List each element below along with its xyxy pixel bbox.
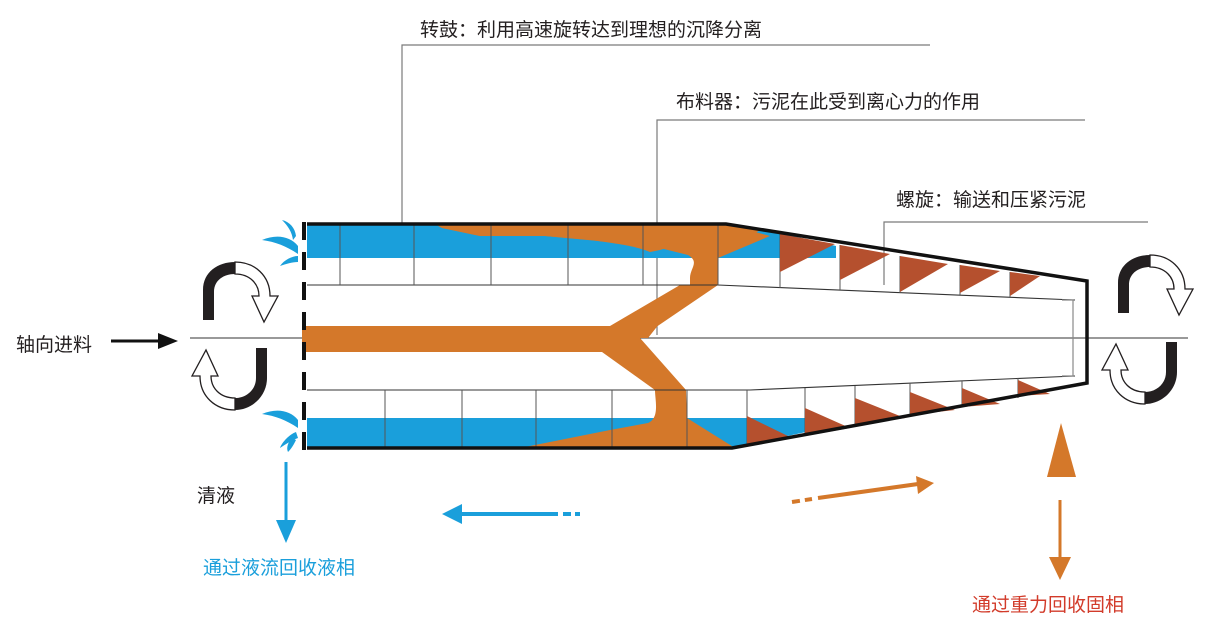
axial-feed-label: 轴向进料 <box>16 334 92 356</box>
screw-blades-top <box>780 234 1040 296</box>
rotation-arrows-icon <box>1100 342 1177 405</box>
arrow-up-down-icon <box>1047 423 1076 580</box>
rotation-arrows-icon <box>190 348 267 411</box>
feed-tube <box>302 285 718 390</box>
screw-callout: 螺旋：输送和压紧污泥 <box>896 189 1086 211</box>
screw-hub-end <box>1062 299 1074 377</box>
clear-liquid-label: 清液 <box>197 485 235 507</box>
bowl-leader-line <box>401 44 930 225</box>
screw-leader-line <box>883 221 1148 285</box>
bottom-sludge-layer <box>520 390 735 448</box>
top-sludge-wall <box>435 224 770 285</box>
rotation-arrows-icon <box>1118 254 1195 317</box>
arrow-left-icon <box>442 504 580 524</box>
arrow-right-icon <box>111 333 178 349</box>
liquid-recovery-label: 通过液流回收液相 <box>203 557 355 579</box>
distributor-leader-line <box>656 119 1085 335</box>
solid-recovery-label: 通过重力回收固相 <box>972 594 1124 616</box>
screw-flights-bottom <box>384 378 1019 448</box>
bowl-callout: 转鼓：利用高速旋转达到理想的沉降分离 <box>420 19 762 41</box>
callout-leaders <box>401 44 1148 335</box>
distributor-callout: 布料器：污泥在此受到离心力的作用 <box>676 91 980 113</box>
liquid-splash-icon <box>262 220 298 266</box>
bowl-outline <box>307 222 1089 450</box>
screw-hub <box>307 284 1076 391</box>
rotation-arrows-icon <box>203 261 280 324</box>
arrow-down-icon <box>276 462 296 543</box>
arrow-right-icon <box>791 476 934 504</box>
liquid-splash-icon <box>262 410 298 452</box>
